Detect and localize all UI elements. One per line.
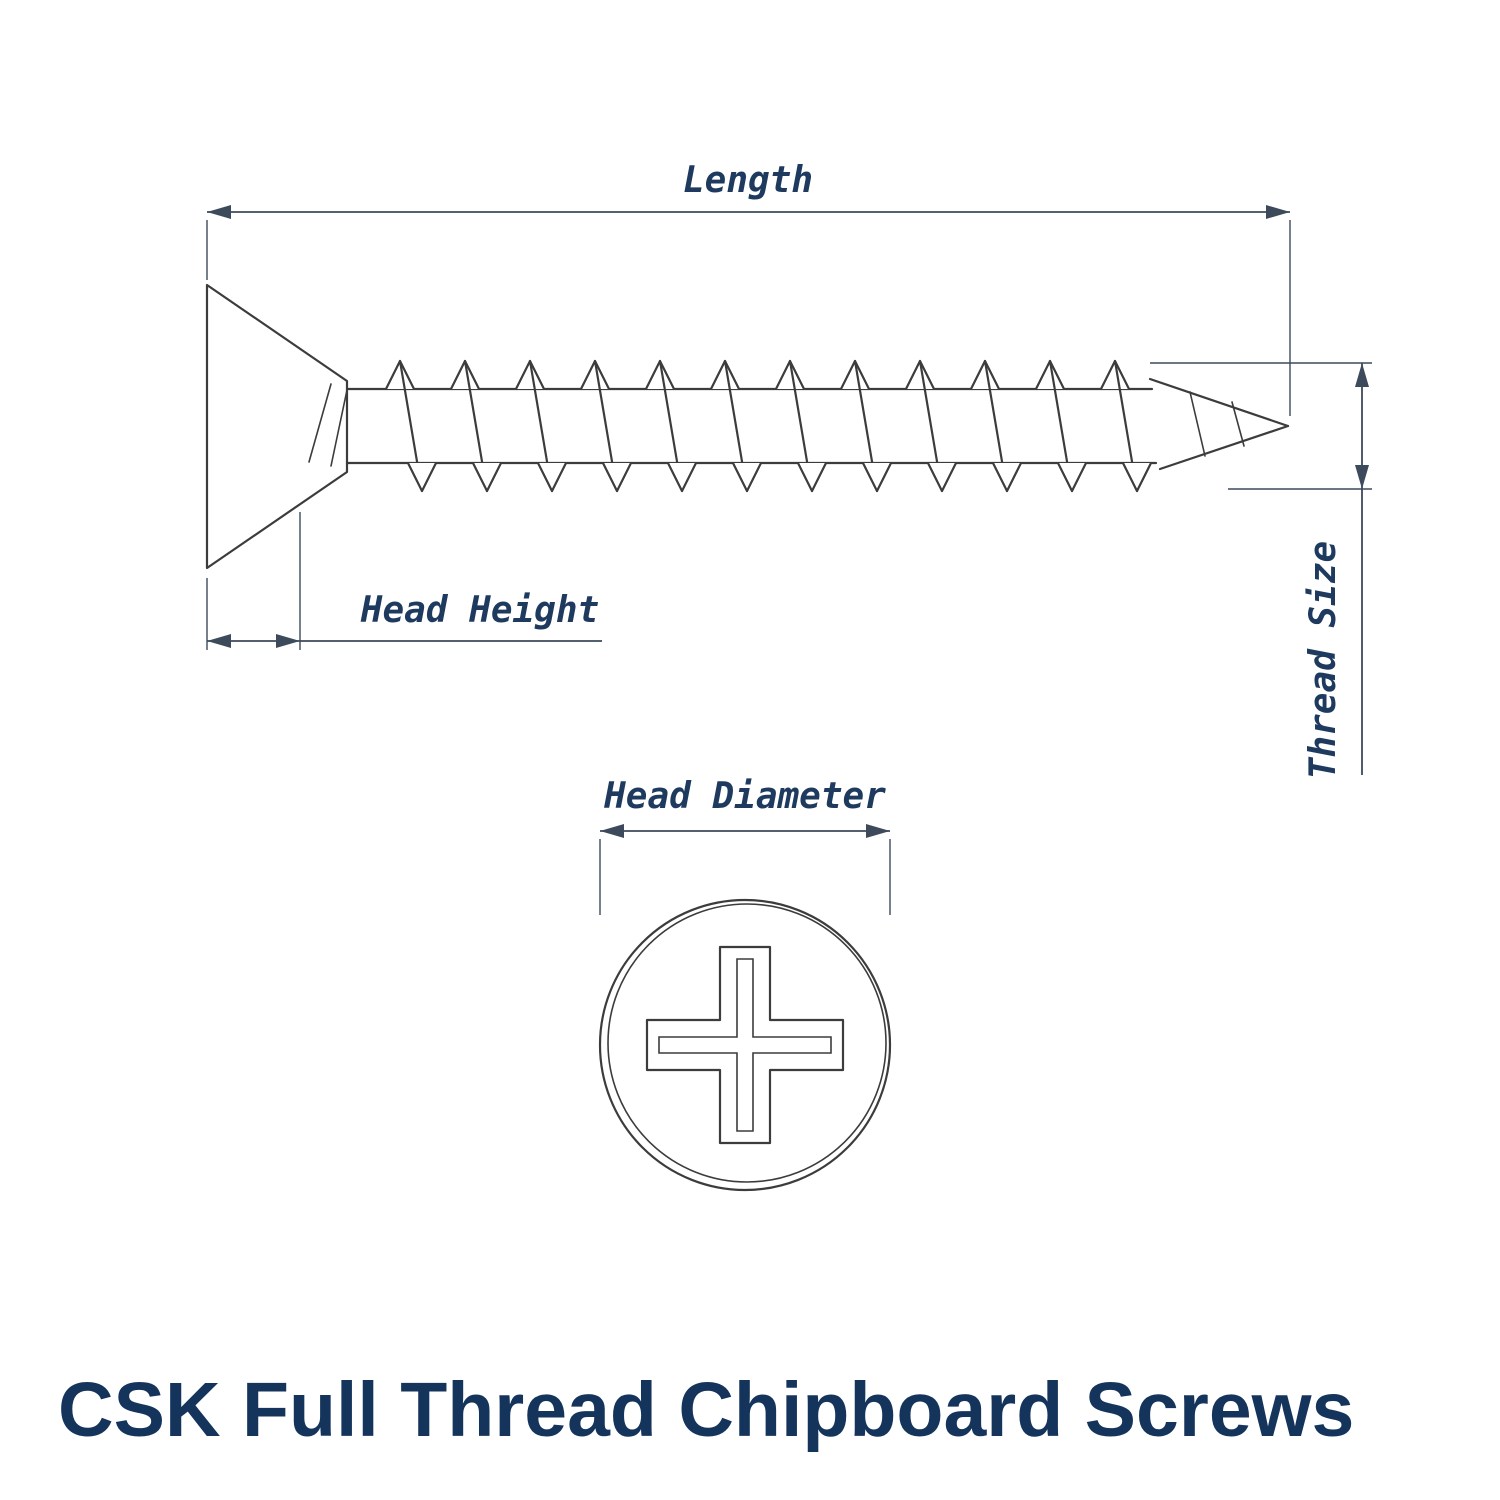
head-height-label: Head Height xyxy=(360,590,599,631)
length-arrow-left xyxy=(207,205,231,219)
length-arrow-right xyxy=(1266,205,1290,219)
screw-side-view xyxy=(205,283,1290,570)
head-diameter-label: Head Diameter xyxy=(603,776,886,817)
screw-head-side xyxy=(205,283,349,570)
screw-head-top-view xyxy=(598,898,892,1192)
head-height-arrow-left xyxy=(207,634,231,648)
head-height-dimension: Head Height xyxy=(206,512,602,650)
phillips-recess-inner xyxy=(658,958,832,1132)
head-diameter-dimension: Head Diameter xyxy=(599,776,891,915)
length-dimension: Length xyxy=(206,160,1291,416)
diagram-title: CSK Full Thread Chipboard Screws xyxy=(58,1367,1354,1453)
head-recess-line-1 xyxy=(308,383,332,463)
head-recess-line-2 xyxy=(330,389,348,467)
head-height-arrow-right xyxy=(276,634,300,648)
thread-helix xyxy=(384,359,1153,493)
phillips-recess-outline xyxy=(645,945,845,1145)
thread-size-arrow-bottom xyxy=(1355,465,1369,489)
head-outer-circle xyxy=(598,898,892,1192)
head-diameter-arrow-left xyxy=(600,824,624,838)
thread-size-dimension: Thread Size xyxy=(1150,362,1372,779)
length-label: Length xyxy=(683,160,813,201)
screw-tip xyxy=(1148,377,1290,471)
head-chamfer-circle xyxy=(607,903,887,1183)
thread-size-arrow-top xyxy=(1355,363,1369,387)
thread-size-label: Thread Size xyxy=(1303,541,1344,779)
head-diameter-arrow-right xyxy=(866,824,890,838)
